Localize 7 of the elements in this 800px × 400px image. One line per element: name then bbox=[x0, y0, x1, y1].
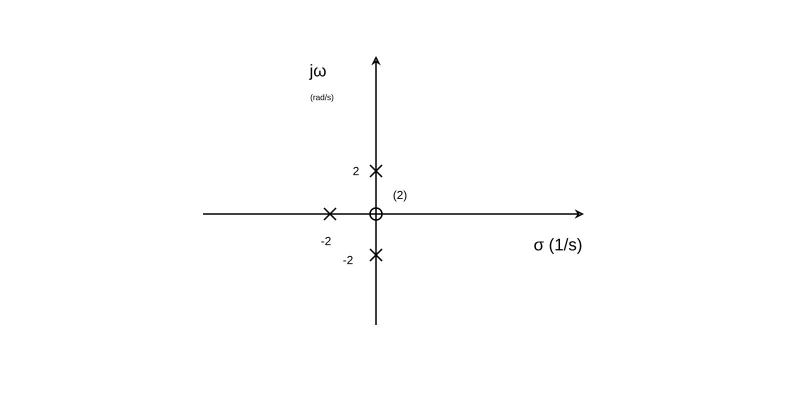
tick-label: -2 bbox=[343, 256, 353, 264]
tick-label: -2 bbox=[321, 236, 331, 246]
tick-label: 2 bbox=[353, 166, 359, 176]
axis-label: jω bbox=[309, 64, 326, 80]
multiplicity-label: (2) bbox=[394, 190, 406, 202]
axis-label: σ (1/s) bbox=[534, 238, 582, 254]
unit-label: (rad/s) bbox=[310, 94, 334, 102]
